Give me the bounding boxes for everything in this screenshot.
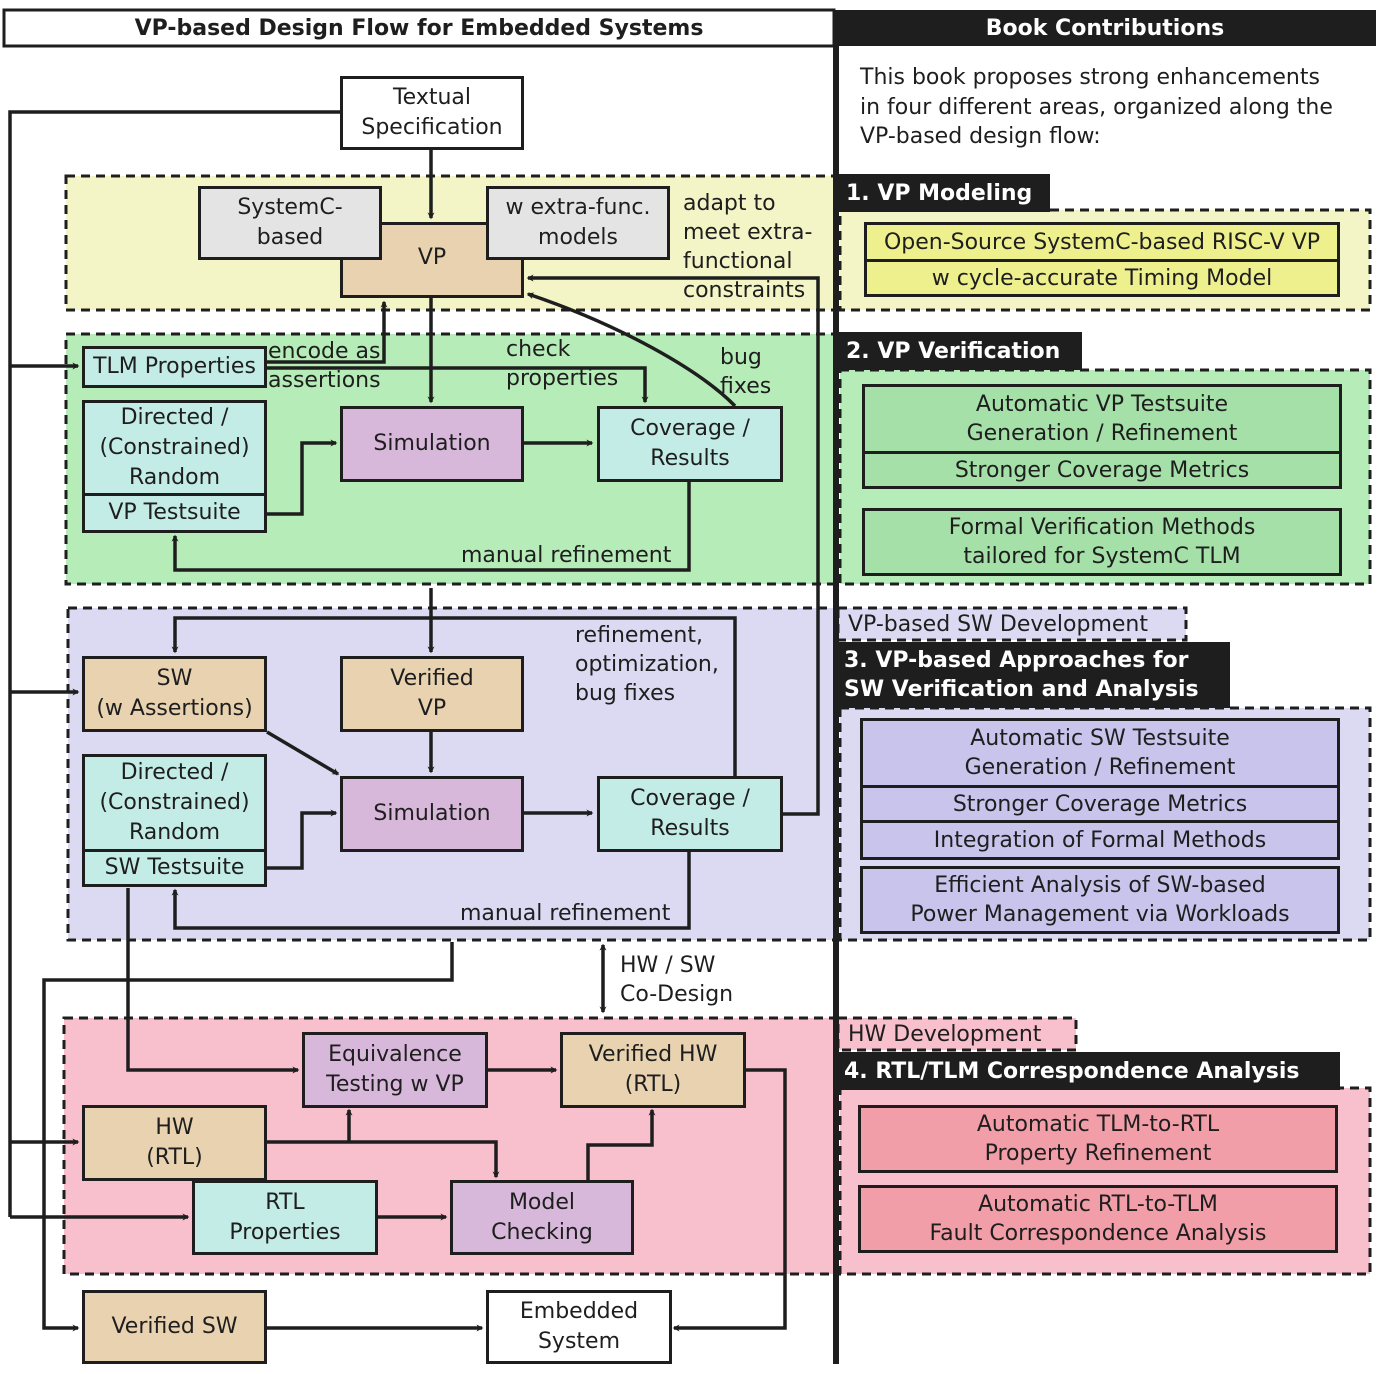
- arrow-to-verified-sw: [42, 942, 454, 1332]
- verified-vp-node: Verified VP: [340, 656, 524, 732]
- tlm-properties-node: TLM Properties: [82, 346, 267, 388]
- contrib-heading-1: 1. VP Modeling: [838, 174, 1050, 212]
- codesign-note: HW / SW Co-Design: [620, 953, 734, 1007]
- sw-dev-tab: [836, 606, 1188, 642]
- arrow-manual-refinement-vp: [171, 482, 691, 572]
- manual-refinement-vp-label: manual refinement: [461, 543, 672, 568]
- systemc-based-node: SystemC- based: [198, 186, 382, 260]
- simulation-sw-node: Simulation: [340, 776, 524, 852]
- adapt-note: adapt to meet extra- functional constrai…: [683, 191, 813, 303]
- arrow-hw-to-modelchecking: [267, 1140, 500, 1179]
- arrow-sw-to-simulation: [266, 730, 340, 776]
- check-note: check properties: [506, 337, 619, 391]
- manual-refinement-sw-label: manual refinement: [460, 901, 671, 926]
- arrow-manual-refinement-sw: [171, 852, 691, 930]
- equivalence-testing-node: Equivalence Testing w VP: [302, 1032, 488, 1108]
- contrib-item-2-2: Stronger Coverage Metrics: [862, 451, 1342, 489]
- sw-testsuite-node: SW Testsuite: [82, 849, 267, 887]
- refine-note: refinement, optimization, bug fixes: [575, 623, 719, 706]
- bugfix-note: bug fixes: [720, 345, 772, 399]
- arrow-vptest-to-sim: [267, 439, 338, 516]
- arrow-bug-fixes: [526, 292, 737, 408]
- contrib-item-1-2: w cycle-accurate Timing Model: [864, 259, 1340, 297]
- arrow-check-properties: [267, 366, 649, 404]
- contrib-item-3-2: Stronger Coverage Metrics: [860, 785, 1340, 823]
- coverage-vp-node: Coverage / Results: [597, 406, 783, 482]
- embedded-system-node: Embedded System: [486, 1290, 672, 1364]
- contrib-heading-3: 3. VP-based Approaches for SW Verificati…: [838, 642, 1230, 708]
- contrib-item-4-1: Automatic TLM-to-RTL Property Refinement: [858, 1105, 1338, 1173]
- arrow-encode-assertions: [267, 300, 388, 364]
- directed-random-vp-node: Directed / (Constrained) Random: [82, 400, 267, 496]
- verified-hw-node: Verified HW (RTL): [560, 1032, 746, 1108]
- verified-sw-node: Verified SW: [82, 1290, 267, 1364]
- arrow-verifiedhw-to-embedded: [672, 1068, 787, 1332]
- header-right-frame: [834, 10, 1376, 46]
- hw-dev-tab: [836, 1016, 1078, 1052]
- contrib-item-4-2: Automatic RTL-to-TLM Fault Correspondenc…: [858, 1185, 1338, 1253]
- contrib-item-2-1: Automatic VP Testsuite Generation / Refi…: [862, 384, 1342, 454]
- hw-rtl-node: HW (RTL): [82, 1105, 267, 1181]
- contrib-heading-2: 2. VP Verification: [838, 332, 1082, 370]
- arrow-swtest-to-equivalence: [126, 888, 300, 1074]
- arrow-sw-coverage-to-vp: [526, 274, 820, 816]
- hw-dev-section-label: HW Development: [848, 1022, 1042, 1047]
- sw-assertions-node: SW (w Assertions): [82, 656, 267, 732]
- simulation-vp-node: Simulation: [340, 406, 524, 482]
- line-left-spine: [8, 110, 340, 1217]
- flow-title: VP-based Design Flow for Embedded System…: [134, 15, 704, 41]
- contributions-title: Book Contributions: [985, 15, 1225, 41]
- header-left-frame: [2, 8, 836, 48]
- coverage-sw-node: Coverage / Results: [597, 776, 783, 852]
- arrow-modelchecking-to-verifiedhw: [586, 1108, 656, 1180]
- contrib-item-1-1: Open-Source SystemC-based RISC-V VP: [864, 222, 1340, 262]
- contrib-item-2-3: Formal Verification Methods tailored for…: [862, 508, 1342, 576]
- vp-testsuite-node: VP Testsuite: [82, 493, 267, 533]
- directed-random-sw-node: Directed / (Constrained) Random: [82, 754, 267, 852]
- contrib-heading-4: 4. RTL/TLM Correspondence Analysis: [838, 1052, 1340, 1090]
- sw-dev-section-label: VP-based SW Development: [848, 612, 1148, 637]
- rtl-properties-node: RTL Properties: [192, 1180, 378, 1255]
- arrow-swtest-to-sim: [267, 809, 338, 870]
- contrib-item-3-4: Efficient Analysis of SW-based Power Man…: [860, 866, 1340, 934]
- intro-text: This book proposes strong enhancements i…: [860, 65, 1333, 149]
- model-checking-node: Model Checking: [450, 1180, 634, 1255]
- encode-note: encode as assertions: [268, 339, 381, 393]
- contrib-item-3-1: Automatic SW Testsuite Generation / Refi…: [860, 718, 1340, 788]
- contrib-item-3-3: Integration of Formal Methods: [860, 820, 1340, 860]
- textual-specification-node: Textual Specification: [340, 76, 524, 150]
- arrow-refinement-to-sw: [171, 616, 737, 776]
- extra-func-models-node: w extra-func. models: [486, 186, 670, 260]
